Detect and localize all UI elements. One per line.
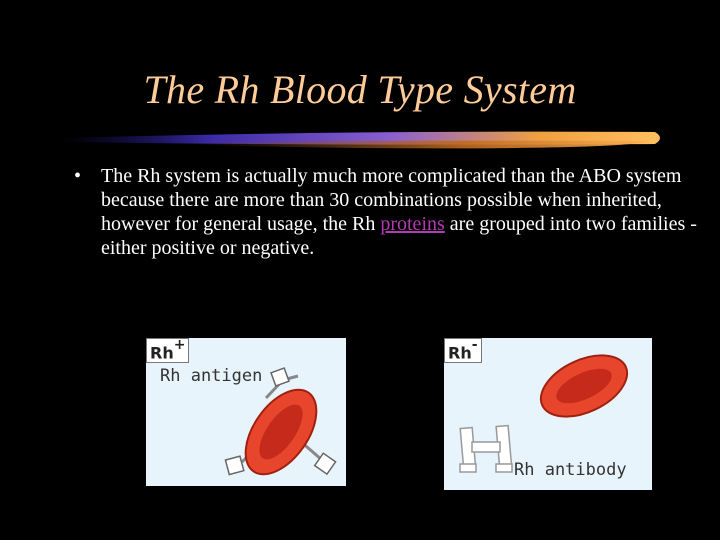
- rh-antibody-label: Rh antibody: [514, 460, 627, 480]
- rh-negative-tag: Rh-: [444, 337, 482, 364]
- positive-sign: +: [173, 337, 186, 353]
- rh-positive-tag: Rh+: [146, 337, 190, 364]
- rh-negative-cell-drawing: [459, 354, 629, 473]
- proteins-link[interactable]: proteins: [380, 213, 445, 235]
- rh-negative-illustration: Rh- Rh antibody: [444, 337, 652, 490]
- bullet-symbol: •: [74, 165, 82, 187]
- bullet-text: The Rh system is actually much more comp…: [101, 164, 704, 260]
- negative-sign: -: [471, 337, 478, 353]
- rh-positive-cell-drawing: [224, 367, 337, 476]
- title-underline-swoosh: [60, 131, 660, 149]
- slide-title: The Rh Blood Type System: [143, 67, 577, 112]
- bullet-point: • The Rh system is actually much more co…: [74, 164, 704, 260]
- rh-positive-illustration: Rh+ Rh antigen: [146, 337, 346, 486]
- rh-antigen-label: Rh antigen: [160, 366, 263, 386]
- bullet-text-start: The Rh system is actually much more comp…: [101, 165, 682, 235]
- bullet-text-end: are grouped into two families - either p…: [101, 213, 697, 259]
